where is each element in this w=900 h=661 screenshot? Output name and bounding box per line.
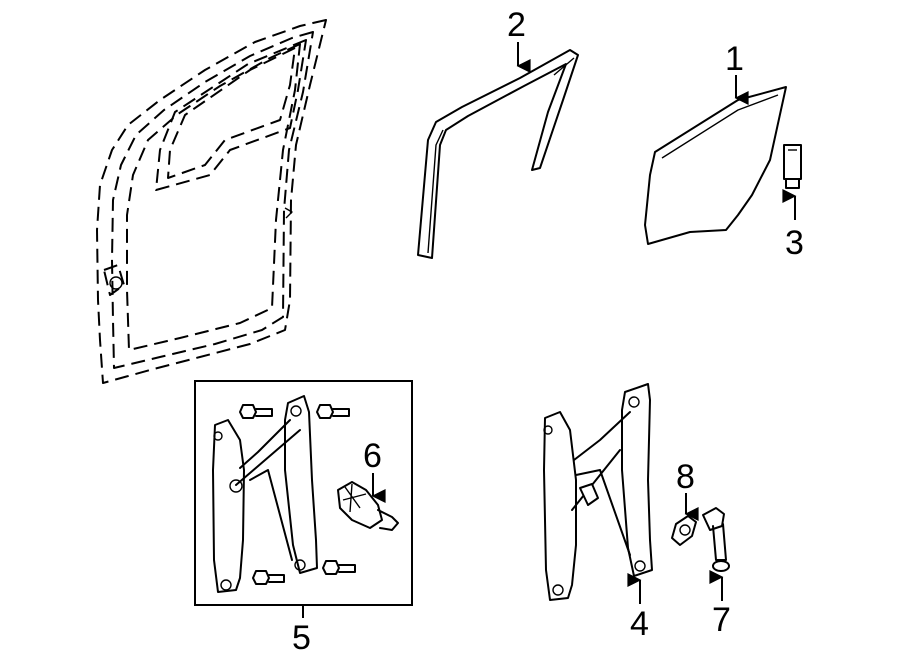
regulator-motor [337, 481, 399, 531]
glass-clip [783, 144, 802, 189]
regulator-in-kit [212, 395, 318, 593]
window-regulator [543, 383, 653, 601]
bolt [252, 570, 285, 585]
callout-3: 3 [785, 224, 804, 262]
bolt [316, 404, 350, 419]
callout-4: 4 [630, 605, 649, 643]
callout-7: 7 [712, 601, 731, 639]
regulator-bushing [671, 515, 697, 546]
door-glass [644, 86, 787, 245]
callout-1: 1 [725, 40, 744, 78]
callout-5: 5 [292, 619, 311, 657]
callout-6: 6 [363, 437, 382, 475]
bolt [322, 560, 356, 575]
regulator-kit-box [194, 380, 413, 606]
glass-run-channel [417, 49, 579, 259]
callout-8: 8 [676, 458, 695, 496]
callout-2: 2 [507, 6, 526, 44]
door-shell-outline [96, 19, 327, 384]
regulator-connector [702, 507, 730, 572]
callout-leaders [302, 42, 797, 618]
bolt [239, 404, 273, 419]
